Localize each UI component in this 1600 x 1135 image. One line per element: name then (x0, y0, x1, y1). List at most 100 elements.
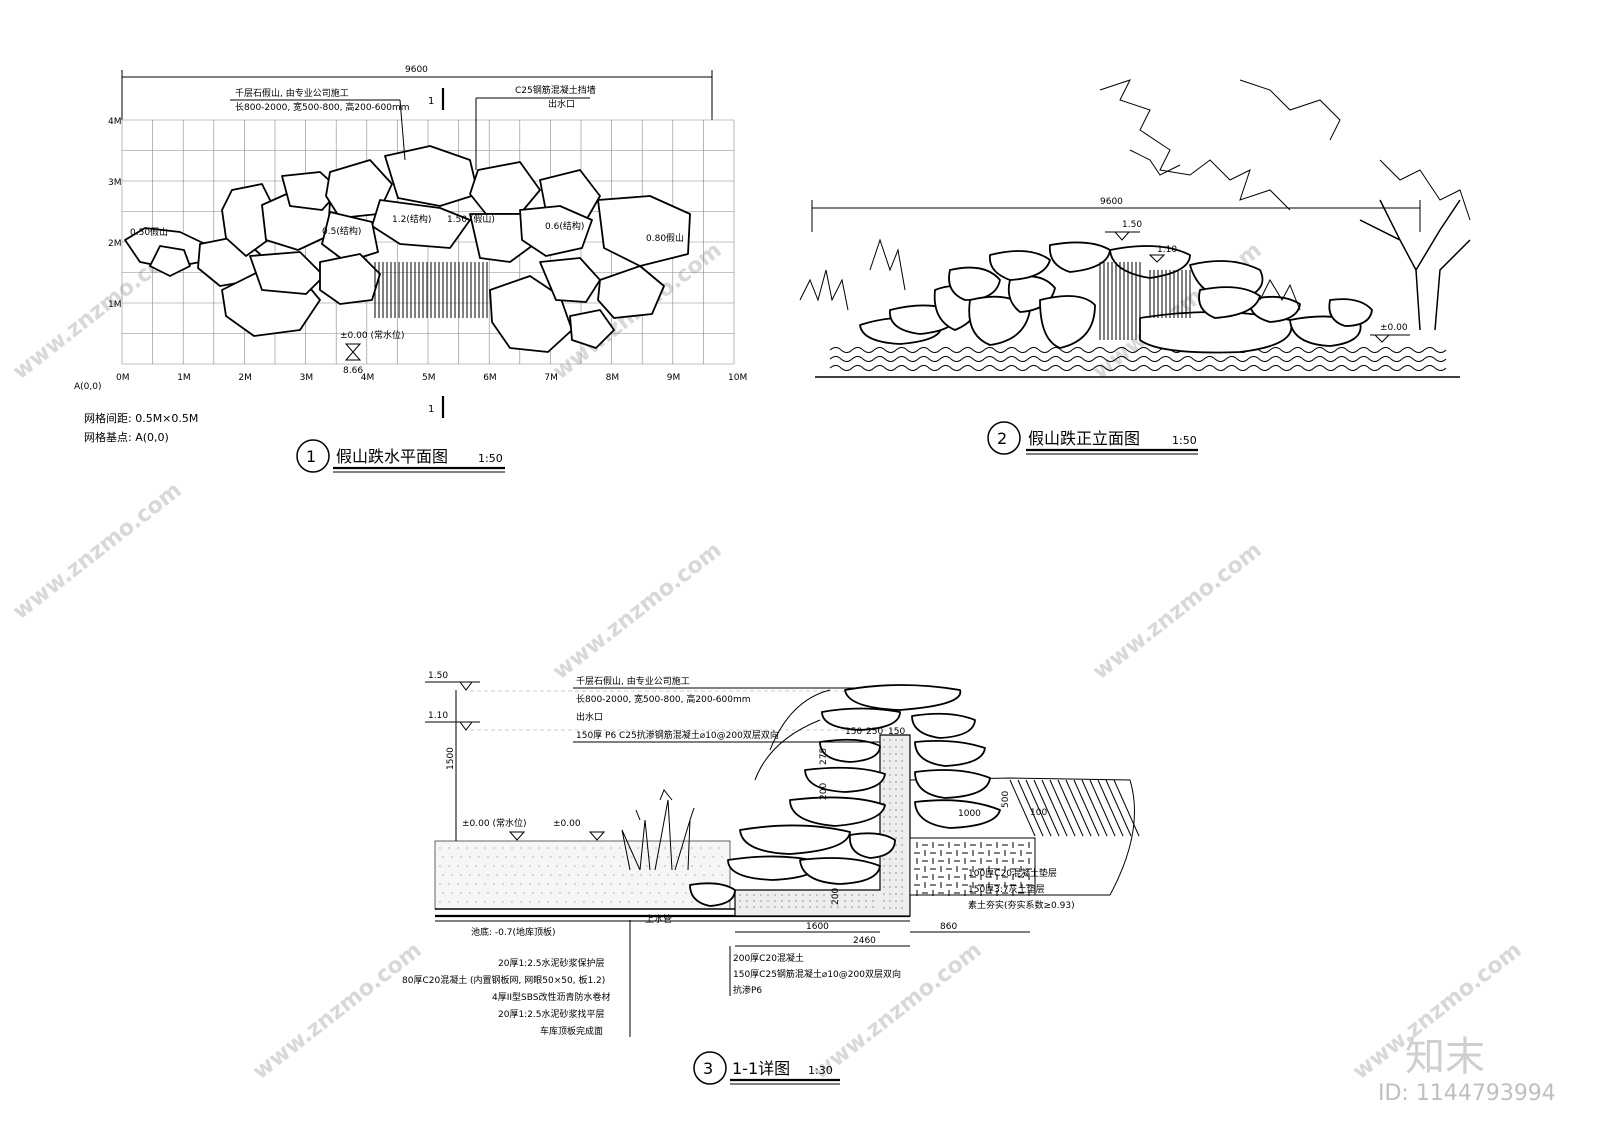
waterfall-lines (1099, 262, 1191, 340)
section-scale: 1:30 (808, 1064, 833, 1077)
water-dot (505, 856, 507, 858)
water-dot (511, 901, 513, 903)
section-dim-height: 1500 (446, 747, 456, 770)
section-note: 长800-2000, 宽500-800, 高200-600mm (576, 693, 751, 705)
wall-dot (802, 900, 804, 902)
wave-mark (851, 347, 875, 353)
water-dot (658, 874, 660, 876)
wall-dot (895, 851, 897, 853)
water-dot (718, 865, 720, 867)
wall-dot (895, 893, 897, 895)
wall-dot (739, 906, 741, 908)
wave-mark (1291, 365, 1315, 371)
wave-mark (1291, 347, 1315, 353)
wall-dot (883, 858, 885, 860)
water-dot (565, 865, 567, 867)
water-dot (685, 874, 687, 876)
wave-mark (1137, 365, 1161, 371)
water-dot (493, 847, 495, 849)
water-dot (505, 874, 507, 876)
water-dot (637, 847, 639, 849)
wall-dot (889, 753, 891, 755)
wave-mark (1203, 356, 1227, 362)
wall-dot (883, 753, 885, 755)
water-dot (484, 847, 486, 849)
water-dot (574, 865, 576, 867)
wall-dot (830, 900, 832, 902)
water-dot (520, 847, 522, 849)
water-dot (673, 883, 675, 885)
wave-mark (1335, 347, 1359, 353)
wall-dot (781, 906, 783, 908)
water-dot (493, 901, 495, 903)
wall-dot (830, 894, 832, 896)
wall-dot (883, 781, 885, 783)
water-dot (505, 892, 507, 894)
water-dot (478, 856, 480, 858)
water-dot (583, 865, 585, 867)
soil-hatch-line (1041, 779, 1068, 837)
water-dot (709, 865, 711, 867)
wave-mark (1093, 365, 1117, 371)
plan-section-mark: 1 (428, 96, 434, 107)
watermark-text: www.znzmo.com (808, 938, 986, 1085)
plan-grid-spacing: 网格间距: 0.5M×0.5M (84, 411, 198, 425)
water-dot (538, 865, 540, 867)
elevation-mid-elev: 1.10 (1157, 245, 1177, 255)
x-tick-label: 9M (667, 373, 681, 383)
section-bottom-note: 抗渗P6 (733, 984, 762, 996)
water-dot (529, 847, 531, 849)
plan-note-outlet: 出水口 (548, 98, 575, 110)
soil-hatch-line (1073, 779, 1100, 837)
wall-dot (889, 816, 891, 818)
water-dot (631, 892, 633, 894)
elevation-top-elev: 1.50 (1122, 220, 1142, 230)
water-dot (439, 865, 441, 867)
wall-dot (746, 906, 748, 908)
retaining-wall (734, 734, 911, 917)
wave-mark (1423, 356, 1447, 362)
wall-dot (883, 886, 885, 888)
wave-mark (1291, 356, 1315, 362)
wall-dot (774, 900, 776, 902)
water-dot (469, 856, 471, 858)
elevation-scale: 1:50 (1172, 434, 1197, 447)
wall-dot (795, 894, 797, 896)
wave-mark (917, 365, 941, 371)
section-layer-note: 20厚1:2.5水泥砂浆保护层 (498, 957, 605, 969)
wall-dot (889, 893, 891, 895)
wall-dot (872, 906, 874, 908)
section-bottom-dim: 2460 (853, 936, 876, 946)
water-dot (466, 847, 468, 849)
water-dot (529, 901, 531, 903)
section-inner-dim: 100 (1030, 808, 1047, 818)
x-tick-label: 6M (483, 373, 497, 383)
water-dot (664, 847, 666, 849)
wave-mark (1225, 356, 1249, 362)
wall-dot (883, 816, 885, 818)
water-dot (529, 883, 531, 885)
wall-dot (851, 906, 853, 908)
water-dot (502, 883, 504, 885)
water-dot (547, 901, 549, 903)
wall-dot (895, 858, 897, 860)
wave-mark (1093, 347, 1117, 353)
wall-dot (889, 739, 891, 741)
wave-mark (1093, 356, 1117, 362)
water-dot (451, 856, 453, 858)
water-dot (484, 865, 486, 867)
wave-mark (873, 347, 897, 353)
plan-water-hatch (374, 262, 488, 318)
wave-mark (829, 356, 853, 362)
wave-mark (961, 356, 985, 362)
water-dot (556, 865, 558, 867)
wave-mark (1181, 356, 1205, 362)
wave-mark (895, 347, 919, 353)
water-dot (559, 874, 561, 876)
wall-dot (753, 894, 755, 896)
water-dot (646, 865, 648, 867)
wall-dot (901, 760, 903, 762)
wall-dot (767, 894, 769, 896)
section-note: 150厚 P6 C25抗渗钢筋混凝土⌀10@200双层双向 (576, 729, 779, 741)
